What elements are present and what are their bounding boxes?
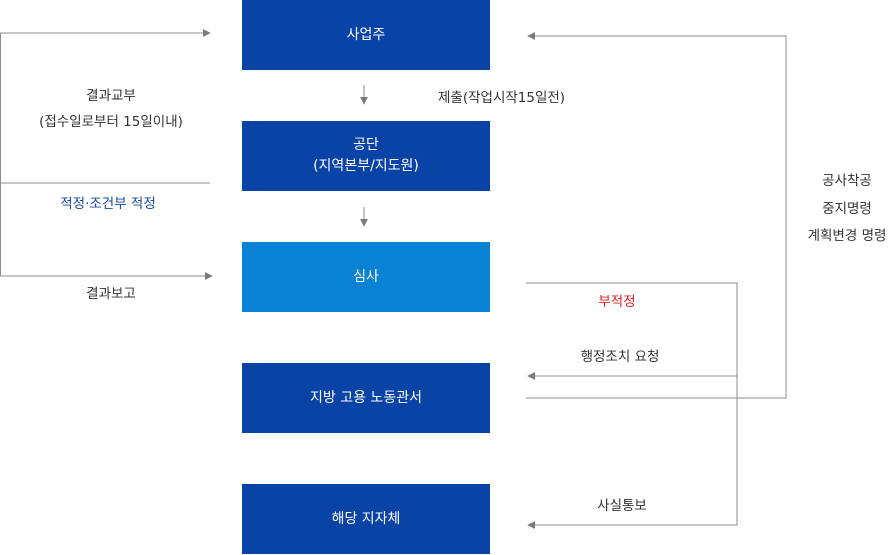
- order-label-line1: 공사착공: [822, 173, 872, 189]
- suitable-label: 적정·조건부 적정: [60, 196, 156, 212]
- fact-notice-label: 사실통보: [597, 498, 647, 514]
- order-label-line3: 계획변경 명령: [807, 228, 887, 244]
- submit-label: 제출(작업시작15일전): [438, 90, 566, 106]
- employer-label: 사업주: [346, 26, 386, 43]
- agency-label-line2: (지역본부/지도원): [313, 158, 419, 174]
- review-box: 심사: [242, 242, 490, 312]
- order-label-line2: 중지명령: [822, 201, 872, 217]
- result-notice-label-line2: (접수일로부터 15일이내): [39, 114, 183, 130]
- local-gov-box: 해당 지자체: [242, 484, 490, 554]
- labor-office-label: 지방 고용 노동관서: [310, 389, 422, 406]
- agency-box: 공단 (지역본부/지도원): [242, 121, 490, 191]
- unsuitable-label: 부적정: [598, 294, 636, 310]
- agency-label-line1: 공단: [353, 137, 379, 153]
- review-label: 심사: [353, 268, 379, 285]
- result-report-label: 결과보고: [86, 286, 136, 302]
- local-gov-label: 해당 지자체: [331, 510, 401, 527]
- labor-office-box: 지방 고용 노동관서: [242, 363, 490, 433]
- action-request-label: 행정조치 요청: [580, 349, 660, 365]
- employer-box: 사업주: [242, 0, 490, 70]
- unsuitable-line: [526, 282, 738, 525]
- order-arrow: [526, 32, 787, 399]
- result-notice-label-line1: 결과교부: [86, 88, 136, 104]
